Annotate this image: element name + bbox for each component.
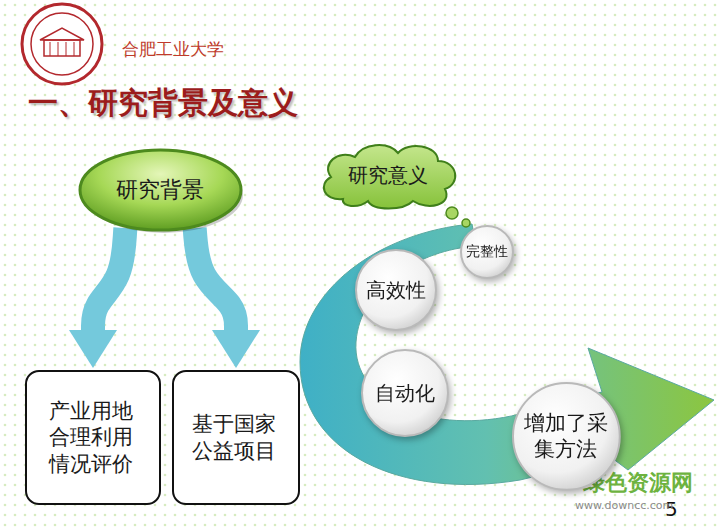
university-seal (22, 4, 102, 84)
node-text: 研究意义 (348, 163, 428, 188)
branch-arrow (93, 228, 125, 330)
slide-title: 一、研究背景及意义 (28, 86, 298, 121)
background-box: 基于国家公益项目 (172, 370, 300, 505)
university-name: 合肥工业大学 (122, 40, 224, 60)
node-text: 产业用地合理利用情况评价 (49, 398, 137, 477)
meaning-circle: 自动化 (360, 348, 450, 438)
circle-shape (356, 250, 436, 330)
meaning-circle: 完整性 (459, 224, 515, 280)
watermark-url: www.downcc.com (575, 500, 673, 513)
meaning-circle: 高效性 (354, 248, 438, 332)
branch-arrow (195, 228, 236, 330)
progress-swoosh-arrow (300, 224, 714, 484)
topic-ellipse: 研究背景 (78, 148, 243, 232)
circle-shape (362, 350, 448, 436)
node-text: 自动化 (375, 381, 435, 406)
ellipse-shape (80, 150, 241, 230)
circle-shape (513, 383, 620, 490)
meaning-circle-outline (511, 381, 622, 492)
node-text: 增加了采集方法 (523, 410, 609, 463)
meaning-circle: 增加了采集方法 (511, 381, 622, 492)
cloud-shape (324, 145, 455, 208)
node-text: 高效性 (366, 278, 426, 303)
circle-shape (461, 226, 513, 278)
thought-bubbles (446, 207, 470, 227)
node-text: 完整性 (466, 243, 508, 261)
thought-cloud: 研究意义 (313, 139, 463, 211)
node-text: 研究背景 (116, 176, 204, 204)
background-box: 产业用地合理利用情况评价 (25, 370, 161, 505)
node-text: 基于国家公益项目 (192, 411, 280, 464)
